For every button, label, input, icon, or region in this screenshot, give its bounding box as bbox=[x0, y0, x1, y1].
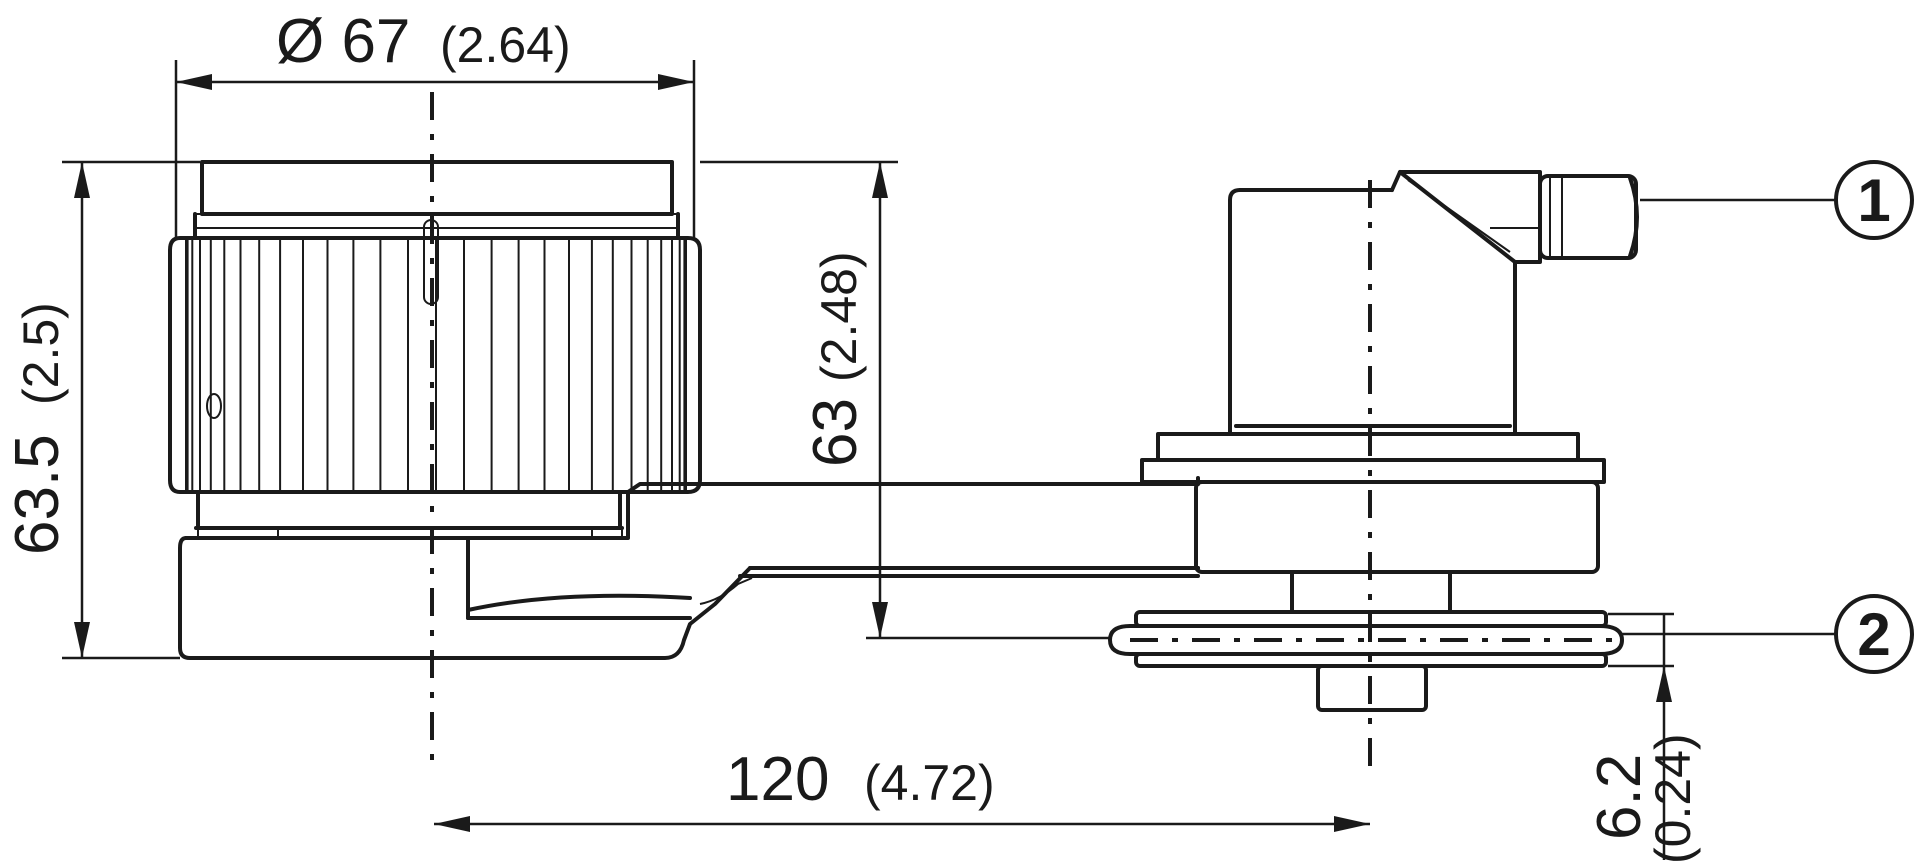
axis-distance-alt: (4.72) bbox=[864, 755, 995, 811]
overall-height-value: 63.5 bbox=[3, 434, 72, 555]
connecting-arm bbox=[698, 482, 1200, 578]
cylinder-cap bbox=[193, 160, 680, 240]
flange-thickness-value: 6.2 bbox=[1585, 754, 1654, 840]
overall-height-dimension: 63.5 (2.5) bbox=[3, 160, 200, 660]
sensor-housing bbox=[1108, 170, 1639, 712]
callout-1-label: 1 bbox=[1857, 167, 1890, 234]
flange-thickness-alt: (0.24) bbox=[1645, 733, 1701, 864]
diameter-alt: (2.64) bbox=[440, 17, 571, 73]
flange-thickness-dimension: 6.2 (0.24) bbox=[1585, 612, 1701, 864]
body-height-dimension: 63 (2.48) bbox=[700, 160, 1110, 640]
knurled-body bbox=[168, 219, 702, 494]
diameter-dimension: Ø 67 (2.64) bbox=[174, 7, 696, 238]
body-height-alt: (2.48) bbox=[811, 251, 867, 382]
overall-height-alt: (2.5) bbox=[13, 302, 69, 405]
cylinder-base bbox=[194, 490, 624, 539]
callout-2: 2 bbox=[1622, 594, 1914, 674]
body-height-value: 63 bbox=[801, 398, 870, 467]
callout-2-label: 2 bbox=[1857, 601, 1890, 668]
axis-distance-value: 120 bbox=[726, 745, 829, 814]
diameter-value: Ø 67 bbox=[276, 7, 410, 76]
knurl-lines bbox=[185, 219, 687, 490]
callout-1: 1 bbox=[1640, 160, 1914, 240]
side-marking bbox=[206, 393, 222, 419]
axis-distance-dimension: 120 (4.72) bbox=[434, 745, 1370, 832]
